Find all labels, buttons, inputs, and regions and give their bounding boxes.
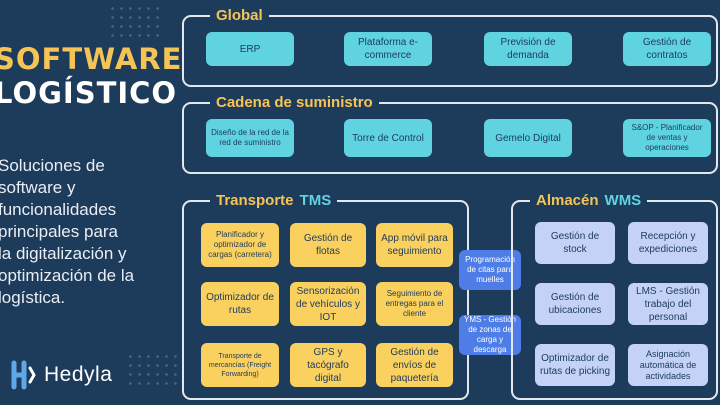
bridge-item-dock-scheduling: Programación de citas para muelles xyxy=(459,250,521,290)
tms-item-delivery-tracking: Seguimiento de entregas para el cliente xyxy=(376,282,453,326)
transport-acronym: TMS xyxy=(299,192,332,209)
logo-text: Hedyla xyxy=(44,363,113,386)
wms-item-picking-routes: Optimizador de rutas de picking xyxy=(535,344,615,386)
title-line-1: SOFTWARE xyxy=(0,42,183,76)
supply-item-network-design: Diseño de la red de la red de suministro xyxy=(206,119,294,157)
global-item-contracts: Gestión de contratos xyxy=(623,32,711,66)
supply-item-control-tower: Torre de Control xyxy=(344,119,432,157)
title-line-2: LOGÍSTICO xyxy=(0,76,178,110)
supply-item-sop: S&OP - Planificador de ventas y operacio… xyxy=(623,119,711,157)
wms-item-reception: Recepción y expediciones xyxy=(628,222,708,264)
global-frame xyxy=(182,15,718,87)
global-item-ecommerce: Plataforma e-commerce xyxy=(344,32,432,66)
tms-item-gps: GPS y tacógrafo digital xyxy=(290,343,366,387)
wms-item-lms: LMS - Gestión trabajo del personal xyxy=(628,283,708,325)
tms-item-mobile-app: App móvil para seguimiento xyxy=(376,223,453,267)
description-line: Soluciones de xyxy=(0,156,105,175)
description-line: funcionalidades xyxy=(0,200,117,219)
tms-item-route-optimizer: Optimizador de rutas xyxy=(201,282,279,326)
bridge-item-yms: YMS - Gestión de zonas de carga y descar… xyxy=(459,315,521,355)
tms-item-fleet: Gestión de flotas xyxy=(290,223,366,267)
global-item-erp: ERP xyxy=(206,32,294,66)
global-label: Global xyxy=(210,6,269,26)
tms-item-freight-forwarding: Transporte de mercancías (Freight Forwar… xyxy=(201,343,279,387)
dot-grid-bottom xyxy=(126,352,178,390)
description: Soluciones de software y funcionalidades… xyxy=(0,155,134,309)
dot-grid-top xyxy=(108,4,160,42)
description-line: la digitalización y xyxy=(0,244,127,263)
wms-item-task-assignment: Asignación automática de actividades xyxy=(628,344,708,386)
description-line: logística. xyxy=(0,288,66,307)
warehouse-acronym: WMS xyxy=(604,192,642,209)
description-line: optimización de la xyxy=(0,266,135,285)
supply-chain-label: Cadena de suministro xyxy=(210,93,379,113)
description-line: principales para xyxy=(0,222,119,241)
hedyla-logo: Hedyla xyxy=(8,360,112,390)
wms-item-locations: Gestión de ubicaciones xyxy=(535,283,615,325)
wms-item-stock: Gestión de stock xyxy=(535,222,615,264)
tms-item-parcel: Gestión de envíos de paquetería xyxy=(376,343,453,387)
hedyla-logo-icon xyxy=(11,360,36,390)
description-line: software y xyxy=(0,178,76,197)
tms-item-iot: Sensorización de vehículos y IOT xyxy=(290,282,366,326)
supply-chain-frame xyxy=(182,102,718,174)
global-item-forecast: Previsión de demanda xyxy=(484,32,572,66)
tms-item-load-planner: Planificador y optimizador de cargas (ca… xyxy=(201,223,279,267)
supply-item-digital-twin: Gemelo Digital xyxy=(484,119,572,157)
